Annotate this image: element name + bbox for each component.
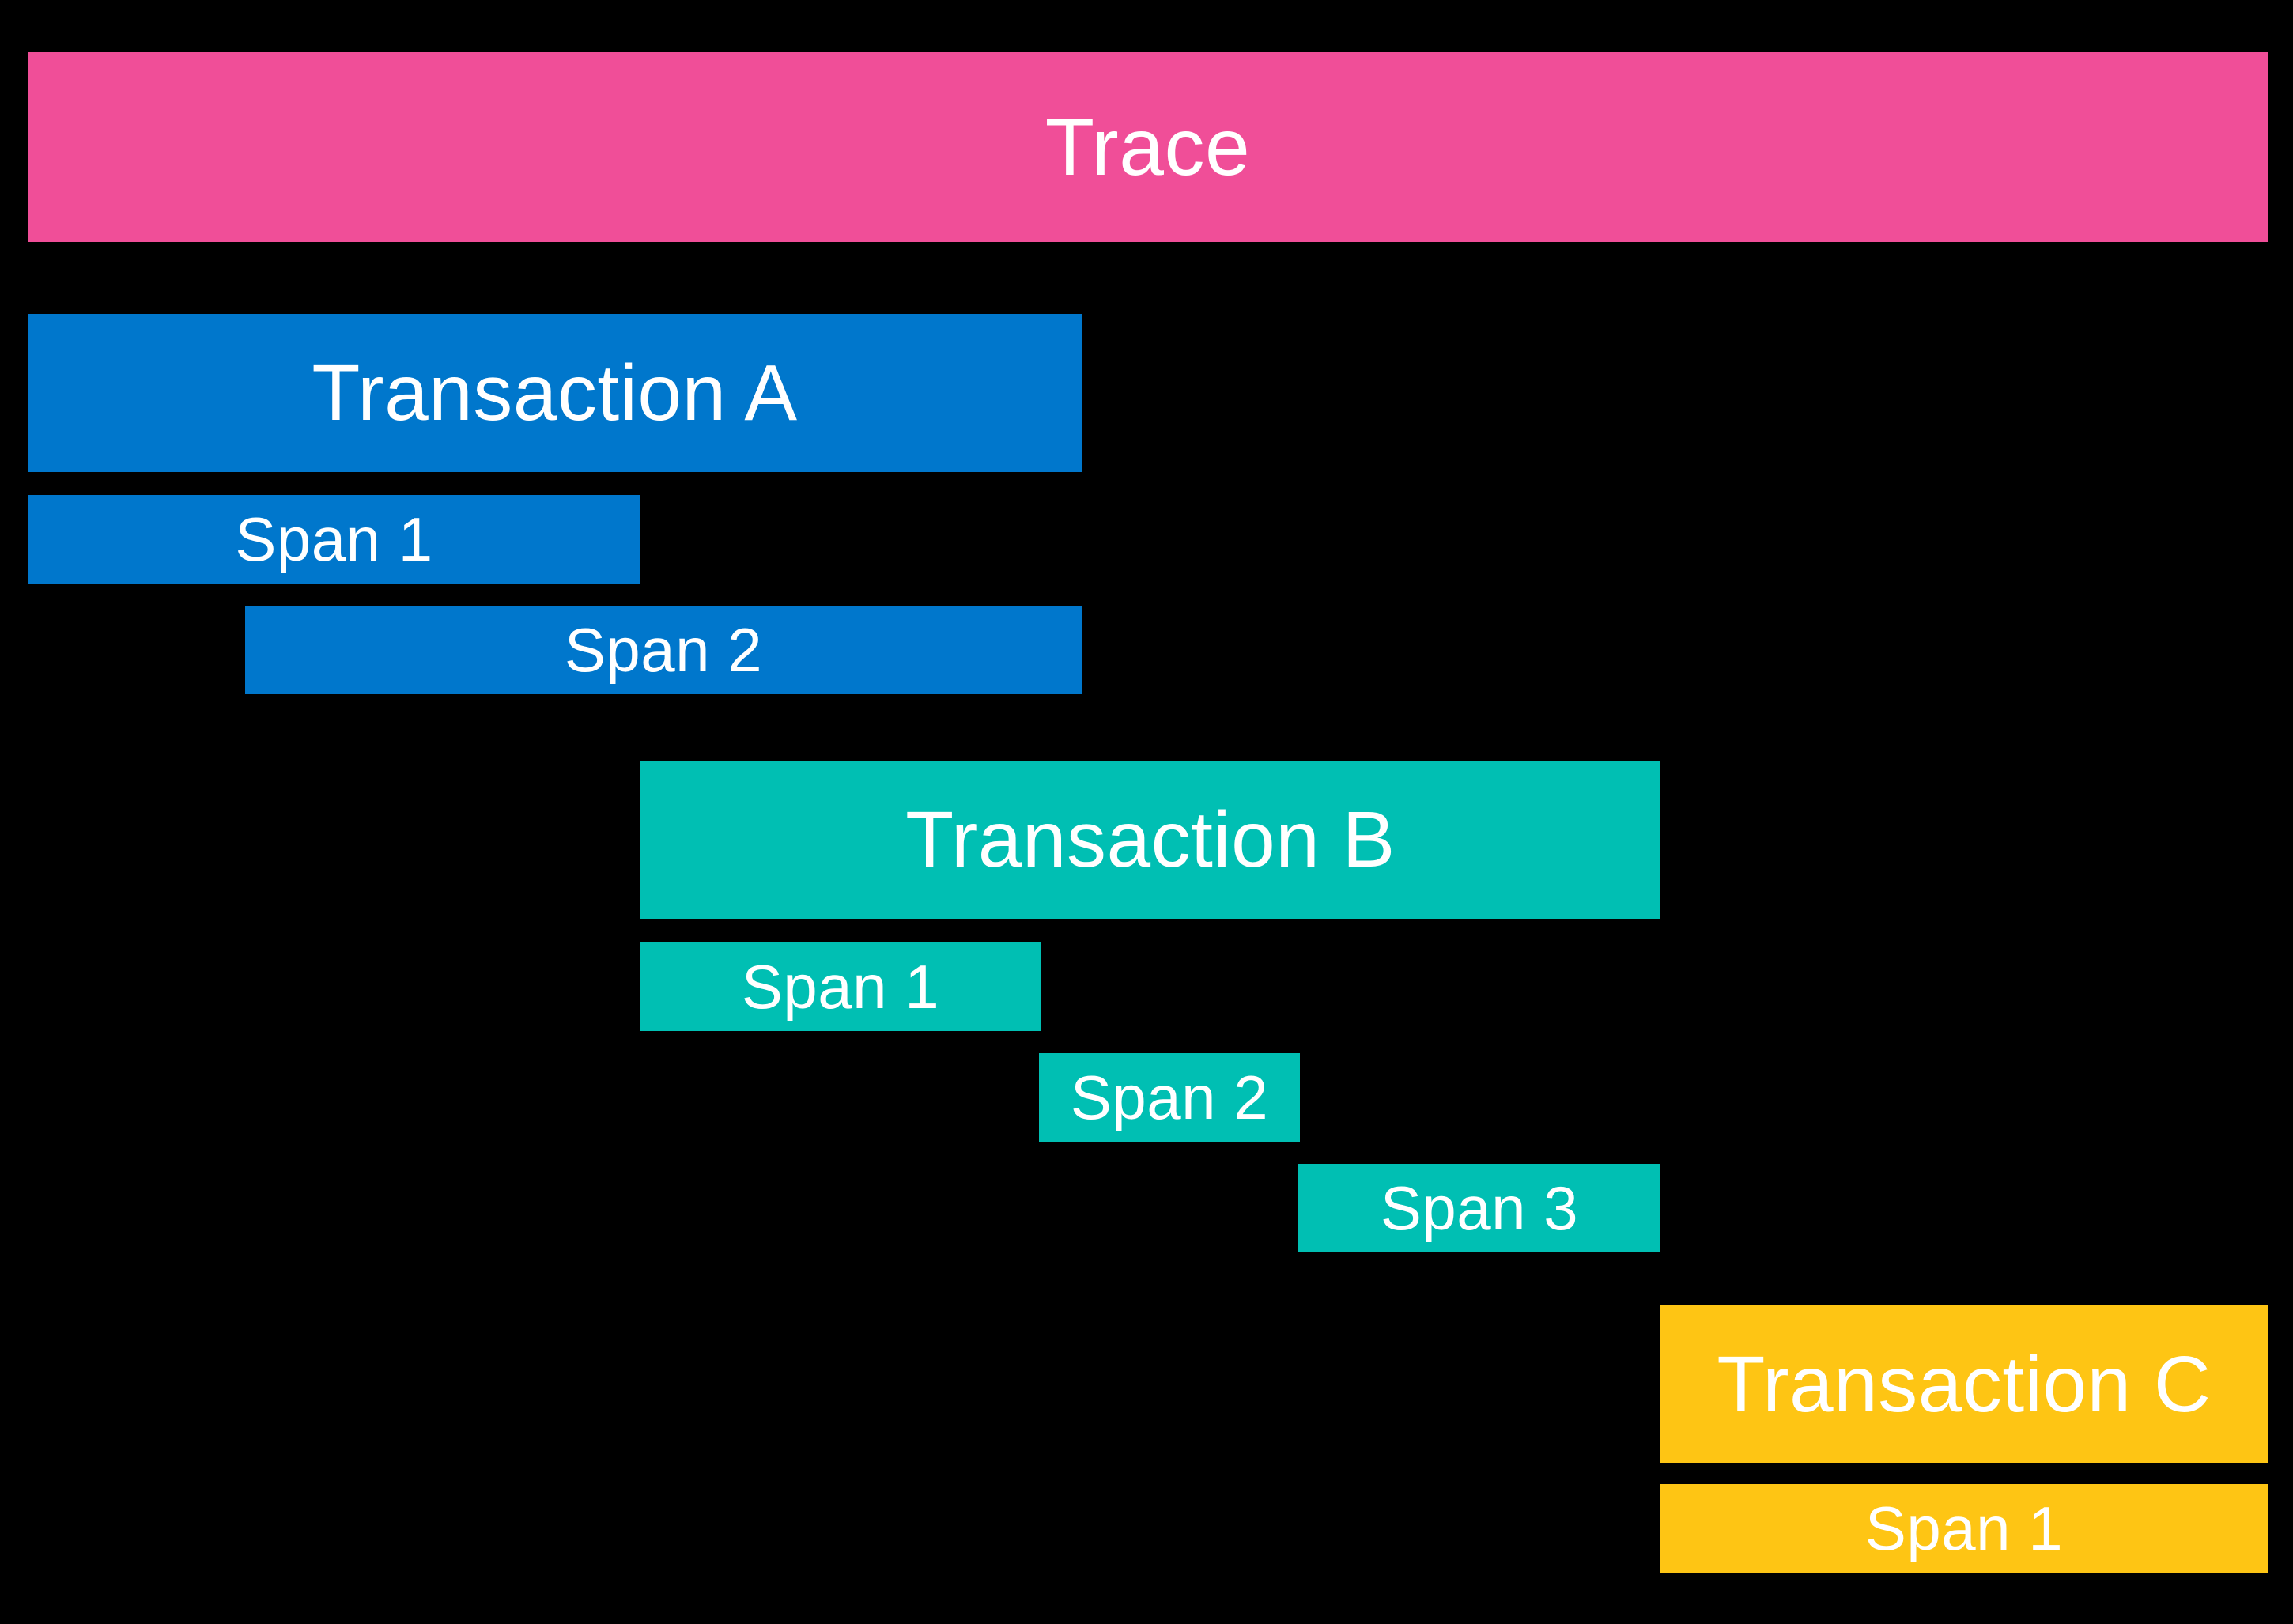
transaction-b-span-2-label: Span 2 [1070, 1063, 1269, 1132]
transaction-c-span-1-bar: Span 1 [1660, 1484, 2268, 1573]
transaction-b-label: Transaction B [905, 795, 1396, 884]
transaction-c-span-1-label: Span 1 [1864, 1494, 2064, 1563]
transaction-a-span-1-label: Span 1 [235, 504, 433, 574]
transaction-a-bar: Transaction A [28, 314, 1082, 472]
transaction-c-label: Transaction C [1717, 1340, 2212, 1429]
transaction-b-span-1-label: Span 1 [741, 952, 940, 1022]
transaction-c-bar: Transaction C [1660, 1305, 2268, 1463]
transaction-b-span-3-label: Span 3 [1380, 1173, 1579, 1243]
transaction-b-span-1-bar: Span 1 [640, 942, 1041, 1031]
transaction-b-span-2-bar: Span 2 [1039, 1053, 1300, 1142]
transaction-a-span-2-label: Span 2 [564, 615, 763, 685]
transaction-a-span-1-bar: Span 1 [28, 495, 640, 584]
transaction-a-label: Transaction A [312, 349, 798, 437]
transaction-b-span-3-bar: Span 3 [1298, 1164, 1660, 1252]
transaction-b-bar: Transaction B [640, 761, 1660, 919]
transaction-a-span-2-bar: Span 2 [245, 606, 1082, 694]
trace-bar: Trace [28, 52, 2268, 242]
trace-label: Trace [1045, 102, 1251, 192]
